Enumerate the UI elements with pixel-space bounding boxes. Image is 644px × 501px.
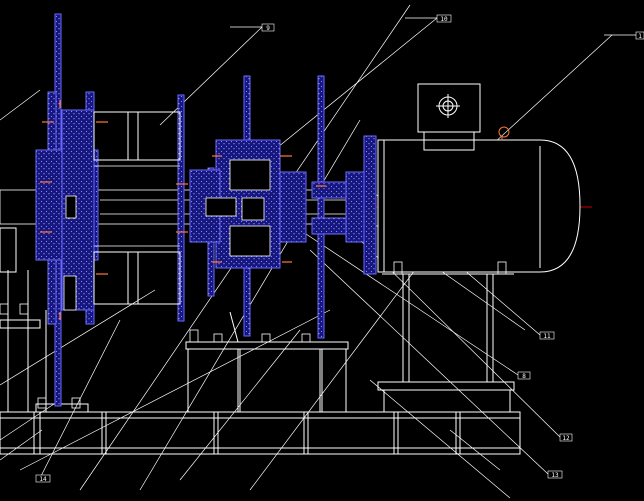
coupling	[345, 135, 377, 275]
callout-tag-14: 14	[35, 474, 51, 483]
callout-tag-10: 10	[436, 14, 452, 23]
gearbox-assembly	[176, 75, 373, 339]
callout-tag-1: 1	[635, 31, 644, 40]
callout-label: 10	[440, 16, 448, 23]
callout-tag-11: 11	[539, 331, 555, 340]
callout-label: 13	[551, 472, 559, 479]
electric-motor	[377, 83, 581, 273]
callout-label: 1	[638, 33, 642, 40]
callout-tag-12: 12	[559, 433, 573, 442]
motor-stand	[377, 273, 515, 413]
callout-label: 9	[266, 25, 270, 32]
callout-label: 11	[543, 333, 551, 340]
callout-tag-13: 13	[547, 470, 563, 479]
callout-label: 14	[39, 476, 47, 483]
left-supports	[0, 227, 89, 413]
callout-tag-9: 9	[261, 23, 275, 32]
callout-label: 12	[562, 435, 570, 442]
callout-tag-8: 8	[517, 371, 531, 380]
anchor-bolts	[0, 261, 507, 409]
drum-assembly	[35, 13, 185, 407]
callout-label: 8	[522, 373, 526, 380]
